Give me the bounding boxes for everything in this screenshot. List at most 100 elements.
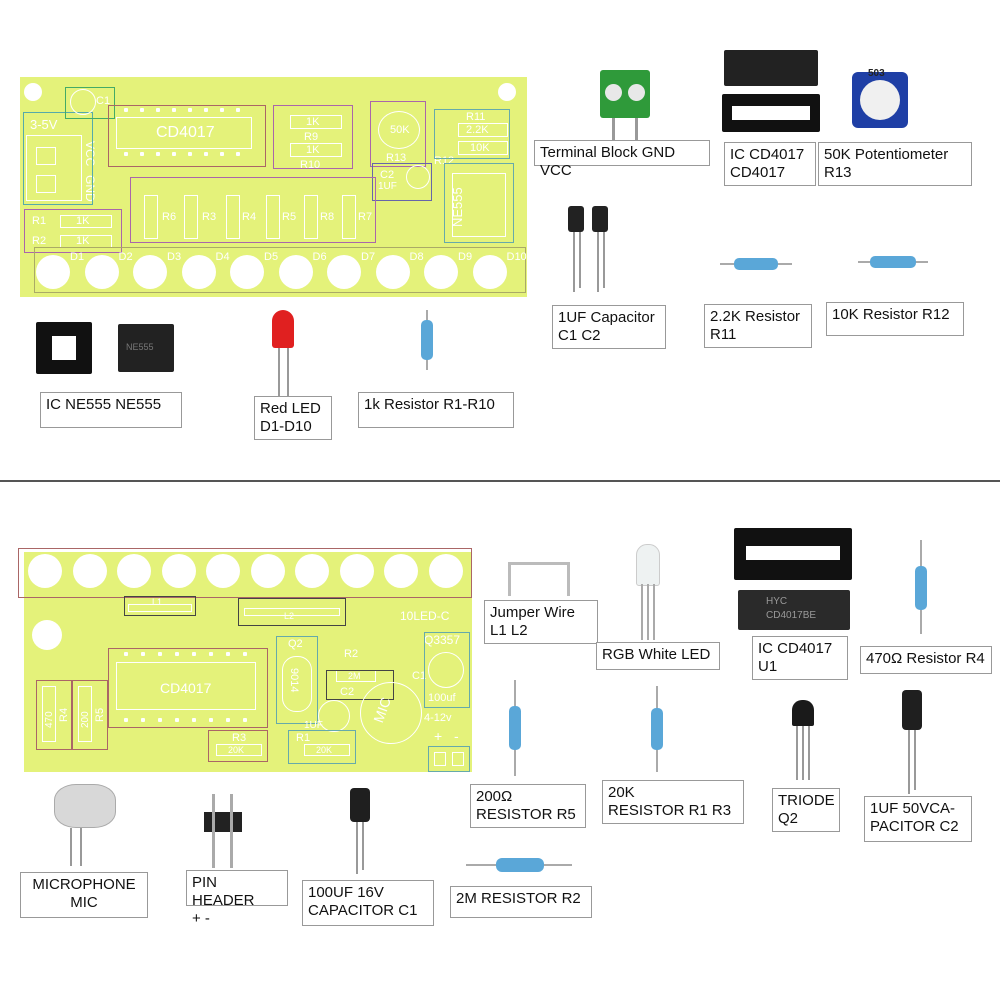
chip-pad	[172, 152, 176, 156]
pcb-label-r6: R6	[162, 211, 177, 223]
l2-footprint	[244, 608, 340, 616]
section-divider	[0, 480, 1000, 482]
label-res-10k: 10K Resistor R12	[826, 302, 964, 336]
label-red-led: Red LED D1-D10	[254, 396, 332, 440]
label-res-200: 200Ω RESISTOR R5	[470, 784, 586, 828]
pcb-label-r2v-bottom: 2M	[348, 671, 361, 681]
l1-outline	[124, 596, 196, 616]
label-res-2k2: 2.2K Resistor R11	[704, 304, 812, 348]
r12-footprint	[458, 141, 508, 155]
l1-footprint	[128, 604, 192, 612]
r4-bottom-footprint	[42, 686, 56, 742]
pcb-label-r1v: 1K	[76, 215, 90, 227]
r11-r12-outline	[434, 109, 510, 159]
q2-outline	[276, 636, 318, 724]
pcb-label-c2v-bottom: 1UF	[304, 720, 323, 731]
led-pad	[278, 255, 313, 289]
cd4017-bottom-footprint	[116, 662, 256, 710]
ne555-footprint	[452, 173, 506, 237]
chip-pad	[220, 152, 224, 156]
pcb-label-r1-bottom: R1	[296, 732, 311, 744]
resistor-470	[914, 540, 928, 634]
label-rgb-led: RGB White LED	[596, 642, 720, 670]
c2-bottom-footprint	[318, 700, 350, 732]
led-pad	[117, 554, 151, 588]
pcb-label-c1-bottom: C1	[412, 670, 427, 682]
r5-outline	[72, 680, 108, 750]
pcb-label-r2-bottom: R2	[344, 648, 359, 660]
c1-bottom-outline	[424, 632, 470, 708]
rgb-led-pad	[32, 620, 62, 650]
r9-footprint	[290, 115, 342, 129]
label-pot-50k: 50K Potentiometer R13	[818, 142, 972, 186]
pcb-label-volt: 4-12v	[424, 712, 452, 724]
chip-pad	[236, 108, 240, 112]
mic-footprint	[360, 682, 422, 744]
led-label: D7	[361, 251, 376, 263]
pcb-label-r3v-bottom: 20K	[228, 745, 245, 755]
pcb-label-r10v: 1K	[306, 144, 320, 156]
chip-pad	[204, 152, 208, 156]
terminal-pad	[36, 147, 56, 165]
chip-pad	[220, 108, 224, 112]
terminal-pad	[36, 175, 56, 193]
chip-pad	[158, 652, 162, 656]
chip-pad	[124, 108, 128, 112]
label-res-2m: 2M RESISTOR R2	[450, 886, 592, 918]
label-res-1k: 1k Resistor R1-R10	[358, 392, 514, 428]
cd4017-chip-bottom: HYC CD4017BE	[738, 590, 850, 630]
pcb-label-r8: R8	[320, 211, 335, 223]
l2-outline	[238, 598, 346, 626]
chip-pad	[226, 718, 230, 722]
pcb-label-r9v: 1K	[306, 116, 320, 128]
pcb-label-c2v: 1UF	[378, 181, 397, 192]
resistor-10k	[858, 256, 928, 268]
ic-socket-bottom	[734, 528, 852, 580]
chip-pad	[188, 108, 192, 112]
pin-pad	[452, 752, 464, 766]
potentiometer: 503	[852, 68, 908, 128]
led-pad	[339, 554, 374, 588]
ne555-socket	[36, 322, 92, 374]
pcb-label-model: 10LED-C	[400, 609, 450, 623]
r8-footprint	[304, 195, 318, 239]
capacitor-100uf	[350, 788, 370, 822]
pcb-label-r7: R7	[358, 211, 373, 223]
chip-pad	[192, 718, 196, 722]
resistor-200	[508, 680, 522, 776]
r3-outline	[208, 730, 268, 762]
label-jumper: Jumper Wire L1 L2	[484, 600, 598, 644]
triode	[792, 700, 814, 726]
pcb-label-r3: R3	[202, 211, 217, 223]
pcb-top: 3-5V VCC GND C1 CD4017 1K R9 1K R10 50K …	[20, 77, 527, 297]
led-row-outline-bottom	[18, 548, 472, 598]
c2-outline	[372, 163, 432, 201]
chip-pad	[141, 718, 145, 722]
led-pad	[133, 255, 167, 289]
pcb-label-cd4017-bottom: CD4017	[160, 680, 212, 696]
pcb-bottom: L1 L2 10LED-C Q3357 CD4017 Q2 9014 R2 2M…	[18, 548, 472, 772]
r3-bottom-footprint	[216, 744, 262, 756]
pcb-label-c2-bottom: C2	[340, 686, 355, 698]
ne555-chip: NE555	[118, 324, 174, 372]
led-pad	[384, 554, 418, 588]
led-pad	[181, 255, 216, 289]
c2-footprint	[406, 165, 430, 189]
pot-outline	[370, 101, 426, 167]
led-pad	[424, 255, 458, 289]
led-pad	[28, 554, 62, 588]
c1-bottom-footprint	[428, 652, 464, 688]
resistor-2m	[466, 858, 572, 872]
resistor-1k	[420, 310, 434, 370]
r1-r2-outline	[24, 209, 122, 253]
chip-pad	[209, 718, 213, 722]
ne555-mark: NE555	[126, 342, 154, 352]
led-pad	[36, 255, 70, 289]
chip-pad	[141, 652, 145, 656]
jumper-wire	[508, 562, 570, 596]
resistor-20k	[650, 686, 664, 772]
r4-footprint	[226, 195, 240, 239]
led-label: D4	[215, 251, 230, 263]
chip-pad	[192, 652, 196, 656]
terminal-footprint	[26, 135, 82, 201]
